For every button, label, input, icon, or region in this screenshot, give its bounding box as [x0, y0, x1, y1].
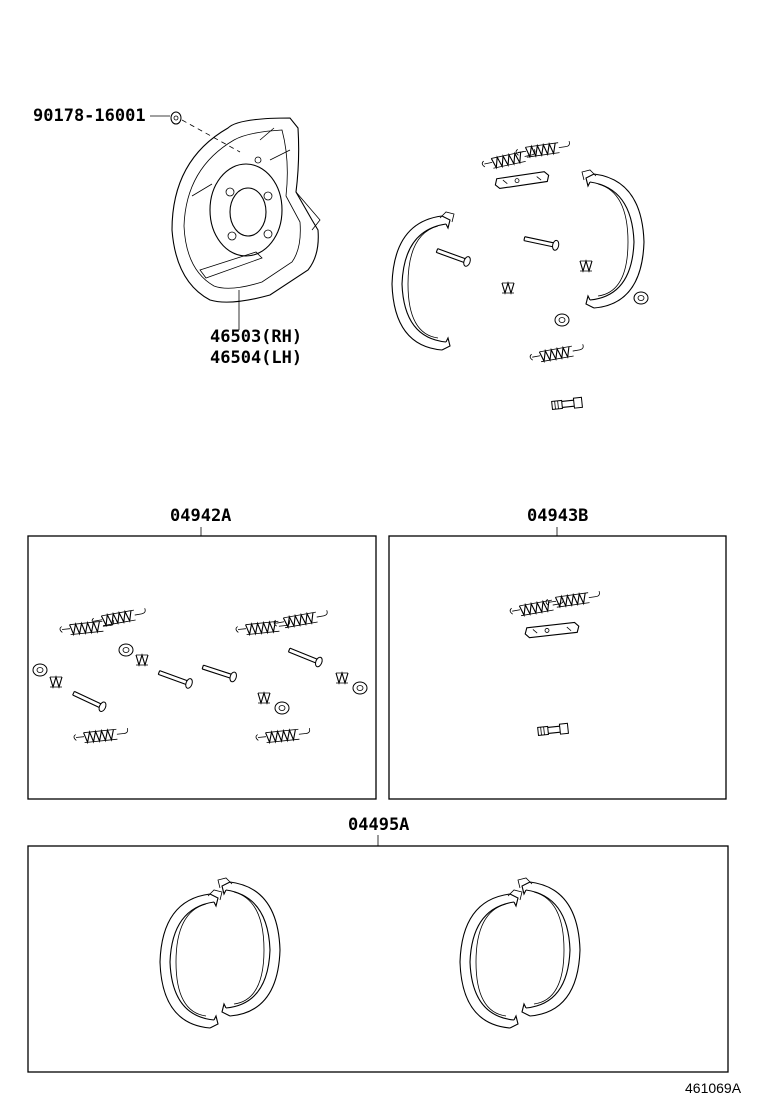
bolt-label: 90178-16001 — [33, 106, 146, 126]
spring-kit-label: 04942A — [170, 506, 232, 526]
adjust-kit-label: 04943B — [527, 506, 589, 526]
plate-lh-label: 46504(LH) — [210, 348, 303, 368]
backing-plate — [171, 117, 321, 303]
figure-number: 461069A — [685, 1080, 742, 1096]
shoe-kit-box — [27, 835, 729, 1073]
plate-rh-label: 46503(RH) — [210, 327, 303, 347]
spring-kit-box — [27, 527, 377, 800]
bolt-part — [150, 111, 241, 153]
shoe-kit-label: 04495A — [348, 815, 410, 835]
adjust-kit-box — [388, 527, 727, 800]
assembly-parts — [391, 140, 649, 411]
